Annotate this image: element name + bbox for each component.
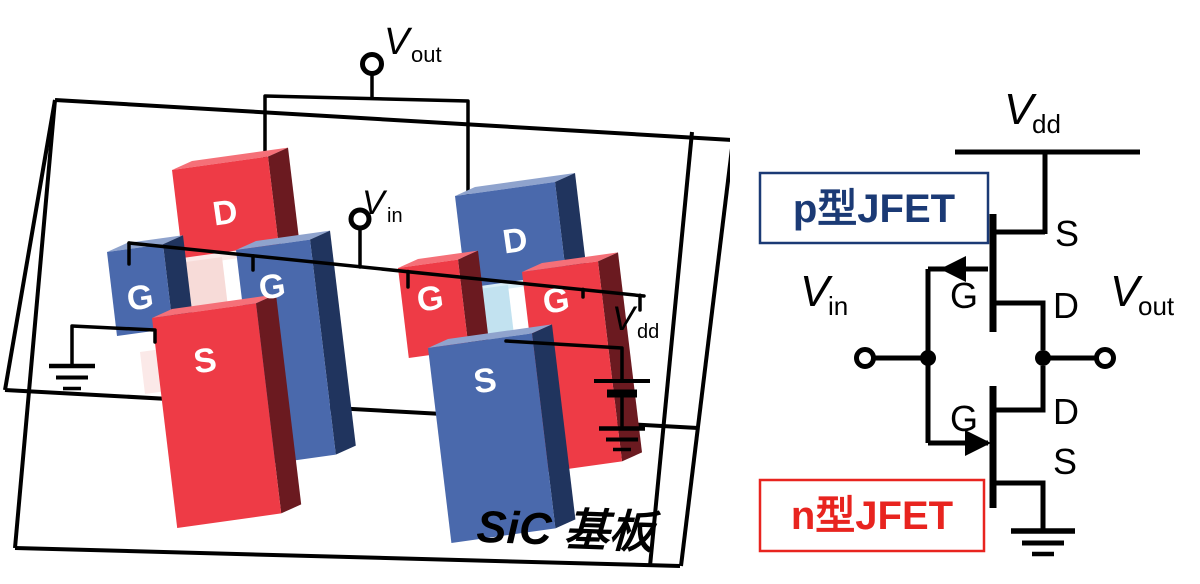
p-jfet-drain-pin-label: D <box>1053 285 1079 326</box>
p-drain-label: D <box>500 220 530 261</box>
box-left-inner-edge <box>3 99 57 391</box>
vout-label: V <box>384 21 413 63</box>
circuit-vout-label-sub: out <box>1138 291 1175 321</box>
circuit-vin-terminal <box>854 347 876 369</box>
n-drain-block-side <box>268 147 299 245</box>
ground-wire-left <box>70 324 157 368</box>
n-gate-right-top <box>236 230 330 250</box>
p-jfet-source-pin-label: S <box>1055 213 1079 254</box>
p-source-block-side <box>532 324 576 529</box>
n-gate-right-side <box>310 230 356 455</box>
n-gate-left-side <box>163 235 193 329</box>
p-source-block <box>428 333 556 543</box>
p-gate-right-top <box>522 252 618 272</box>
n-jfet-type-label: n型JFET <box>791 494 953 538</box>
p-drain-block-side <box>555 173 586 274</box>
substrate-label: SiC 基板 <box>476 501 662 558</box>
n-jfet-type-box <box>758 478 986 553</box>
circuit-ground-icon <box>1011 528 1075 557</box>
n-jfet-gate-arrow-icon <box>965 430 991 456</box>
circuit-vin-label-sub: in <box>828 291 848 321</box>
p-gate-left-side <box>458 250 489 350</box>
p-jfet-gate-pin-label: G <box>950 275 978 316</box>
vin-label-sub: in <box>387 205 403 227</box>
vout-junction-dot <box>1035 350 1051 366</box>
n-drain-block <box>172 156 279 258</box>
vin-terminal <box>348 207 372 231</box>
vin-label: V <box>362 184 388 222</box>
box-bottom-edge <box>14 546 681 568</box>
circuit-vdd-label: V <box>1004 85 1037 134</box>
circuit-vout-terminal <box>1094 347 1116 369</box>
circuit-vout-label: V <box>1110 267 1143 316</box>
vout-terminal <box>360 52 384 76</box>
p-source-label: S <box>471 361 499 402</box>
n-drain-label: D <box>210 192 240 233</box>
box-left-outer-edge <box>13 99 57 549</box>
p-jfet-device: D G G S <box>398 173 642 543</box>
vout-bridge-wire <box>263 94 470 217</box>
n-jfet-device: D G G S <box>107 147 356 528</box>
vin-junction-dot <box>920 350 936 366</box>
vin-bus-wires <box>127 226 646 312</box>
p-drain-block-top <box>455 173 575 196</box>
p-jfet-type-box <box>758 171 990 245</box>
box-back-top-edge <box>54 98 730 142</box>
p-gate-left-label: G <box>414 278 445 319</box>
circuit-panel: V dd S G D V in V out D G S p型JFET <box>758 85 1175 557</box>
n-source-block <box>152 303 282 528</box>
n-source-ground <box>49 324 157 391</box>
n-jfet-source-pin-label: S <box>1053 441 1077 482</box>
substrate-box-wireframe <box>3 98 730 568</box>
p-jfet-gate-arrow-icon <box>940 256 966 282</box>
p-jfet-drain-wire <box>993 300 1046 350</box>
n-jfet-drain-pin-label: D <box>1053 391 1079 432</box>
p-gate-left-block <box>398 259 469 358</box>
vdd-battery <box>504 339 650 452</box>
n-source-block-top <box>152 294 276 318</box>
n-drain-block-top <box>172 147 288 170</box>
n-jfet-gate-pin-label: G <box>950 398 978 439</box>
n-gate-right-label: G <box>256 266 287 307</box>
circuit-vdd-label-sub: dd <box>1032 109 1061 139</box>
vin-bus-wire <box>127 241 646 298</box>
p-drain-block <box>455 182 566 288</box>
n-jfet-symbol: D G S <box>928 366 1079 531</box>
p-source-block-top <box>428 324 552 348</box>
p-gate-right-side <box>598 252 642 462</box>
n-jfet-drain-wire <box>993 366 1046 413</box>
vout-label-sub: out <box>411 42 442 67</box>
p-jfet-type-label: p型JFET <box>793 187 955 231</box>
vdd-label-sub: dd <box>637 321 659 343</box>
battery-wire <box>504 339 624 383</box>
p-jfet-symbol: S G D <box>928 213 1079 350</box>
box-right-inner-edge <box>648 131 694 567</box>
vout-bridge-wires <box>263 72 470 217</box>
n-source-label: S <box>191 341 219 382</box>
circuit-vin-label: V <box>800 267 833 316</box>
n-gate-left-block <box>107 244 173 336</box>
box-right-outer-edge <box>679 148 730 567</box>
vdd-label: V <box>612 300 638 338</box>
n-source-block-side <box>256 294 302 514</box>
n-jfet-source-wire <box>991 480 1046 531</box>
n-gate-left-label: G <box>124 277 155 318</box>
p-gate-left-top <box>398 250 478 268</box>
device-3d-panel: D G G S D G G S <box>3 21 730 568</box>
